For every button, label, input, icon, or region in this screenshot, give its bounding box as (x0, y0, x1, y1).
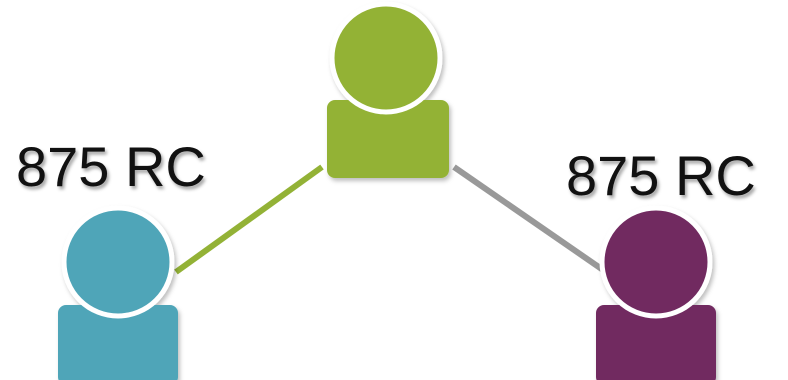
person-icon-left (58, 205, 178, 380)
person-icon-top (327, 1, 449, 178)
connector-left-line (174, 164, 324, 275)
right-person-label: 875 RC (566, 144, 756, 207)
left-person-label: 875 RC (16, 135, 206, 198)
person-icon-right (596, 205, 716, 380)
connector-right-line (452, 164, 608, 275)
